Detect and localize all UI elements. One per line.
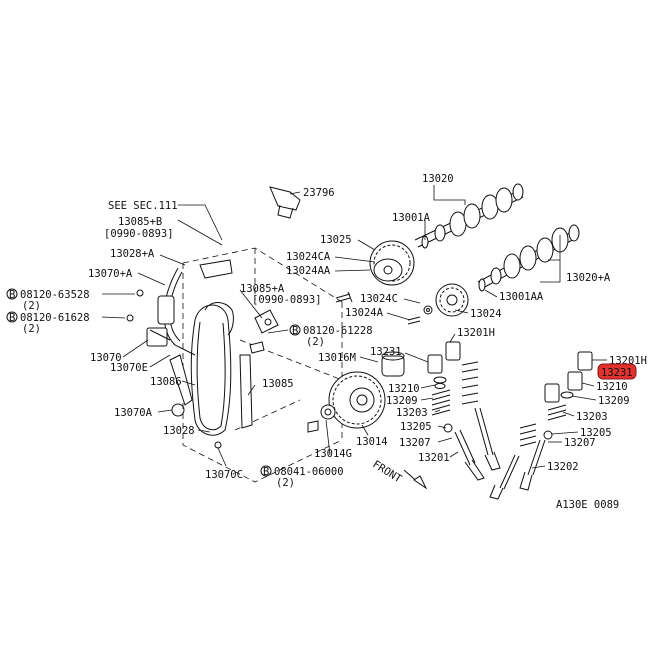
leader-lines [101, 185, 607, 469]
label-13070a[interactable]: 13070+A [88, 268, 133, 280]
label-qty-a: (2) [22, 300, 41, 312]
bolt-markers: B B B B [6, 288, 301, 478]
label-08120-61628[interactable]: 08120-61628 [20, 312, 90, 324]
label-13014g[interactable]: 13014G [314, 448, 352, 460]
label-13024aa[interactable]: 13024AA [286, 265, 331, 277]
lower-timing-chain [190, 302, 234, 436]
cam-sprocket-13024 [423, 283, 469, 317]
label-13020[interactable]: 13020 [422, 173, 454, 185]
label-13207-left[interactable]: 13207 [399, 437, 431, 449]
label-13024ca[interactable]: 13024CA [286, 251, 331, 263]
label-13209-left[interactable]: 13209 [386, 395, 418, 407]
label-13070[interactable]: 13070 [90, 352, 122, 364]
label-13024[interactable]: 13024 [470, 308, 502, 320]
label-13085b[interactable]: 13085+B [118, 216, 162, 228]
label-13231-right[interactable]: 13231 [601, 367, 633, 379]
label-13001a[interactable]: 13001A [392, 212, 431, 224]
washer-13014g [307, 404, 336, 433]
label-13207-right[interactable]: 13207 [564, 437, 596, 449]
label-13085[interactable]: 13085 [262, 378, 294, 390]
front-label: FRONT [370, 458, 404, 485]
camshaft-13020 [414, 183, 524, 249]
label-qty-c: (2) [276, 477, 295, 489]
label-23796[interactable]: 23796 [303, 187, 335, 199]
label-13001aa[interactable]: 13001AA [499, 291, 544, 303]
label-13231-left[interactable]: 13231 [370, 346, 402, 358]
valve-train-left [427, 341, 501, 481]
label-13016m[interactable]: 13016M [318, 352, 356, 364]
label-13210-left[interactable]: 13210 [388, 383, 420, 395]
label-13028a[interactable]: 13028+A [110, 248, 155, 260]
chain-tensioner-13070 [126, 289, 175, 347]
sprocket-13016m [381, 351, 405, 377]
svg-text:B: B [263, 466, 269, 478]
label-13070e[interactable]: 13070E [110, 362, 148, 374]
label-08120-63528[interactable]: 08120-63528 [20, 289, 90, 301]
label-13203-right[interactable]: 13203 [576, 411, 608, 423]
label-13210-right[interactable]: 13210 [596, 381, 628, 393]
label-13024c[interactable]: 13024C [360, 293, 398, 305]
svg-text:B: B [9, 312, 15, 324]
label-13205-left[interactable]: 13205 [400, 421, 432, 433]
part-labels: 23796 SEE SEC.111 13085+B [0990-0893] 13… [20, 173, 647, 511]
label-13085a[interactable]: 13085+A [240, 283, 285, 295]
label-08120-61228[interactable]: 08120-61228 [303, 325, 373, 337]
label-13020a[interactable]: 13020+A [566, 272, 611, 284]
chain-guide-13086 [169, 354, 253, 449]
label-13209-right[interactable]: 13209 [598, 395, 630, 407]
label-13025[interactable]: 13025 [320, 234, 352, 246]
label-13085a-range: [0990-0893] [252, 294, 322, 306]
idler-sprocket-13014 [328, 371, 386, 429]
front-arrow [403, 469, 428, 490]
label-13014[interactable]: 13014 [356, 436, 388, 448]
label-13085b-range: [0990-0893] [104, 228, 174, 240]
label-13201-left[interactable]: 13201 [418, 452, 450, 464]
label-qty-b: (2) [22, 323, 41, 335]
label-13070c[interactable]: 13070C [205, 469, 243, 481]
svg-text:B: B [9, 289, 15, 301]
label-qty-d: (2) [306, 336, 325, 348]
label-see-sec-111[interactable]: SEE SEC.111 [108, 200, 178, 212]
valve-train-right [489, 351, 593, 500]
cam-sprocket-13025 [369, 240, 415, 286]
label-13201h-left[interactable]: 13201H [457, 327, 495, 339]
label-13203-left[interactable]: 13203 [396, 407, 428, 419]
camshaft-13020a [477, 224, 580, 292]
label-13202-right[interactable]: 13202 [547, 461, 579, 473]
label-08041-06000[interactable]: 08041-06000 [274, 466, 344, 478]
label-13205-right[interactable]: 13205 [580, 427, 612, 439]
diagram-reference-code: A130E 0089 [556, 499, 619, 511]
label-13086[interactable]: 13086 [150, 376, 182, 388]
svg-text:B: B [292, 325, 298, 337]
bolt-23796-sensor [269, 186, 301, 219]
bolts-13024 [335, 291, 421, 325]
label-13070a-2[interactable]: 13070A [114, 407, 153, 419]
label-13028[interactable]: 13028 [163, 425, 195, 437]
highlight-13231-right [597, 363, 637, 380]
guide-bracket-13085a [249, 309, 279, 354]
label-13024a[interactable]: 13024A [345, 307, 384, 319]
